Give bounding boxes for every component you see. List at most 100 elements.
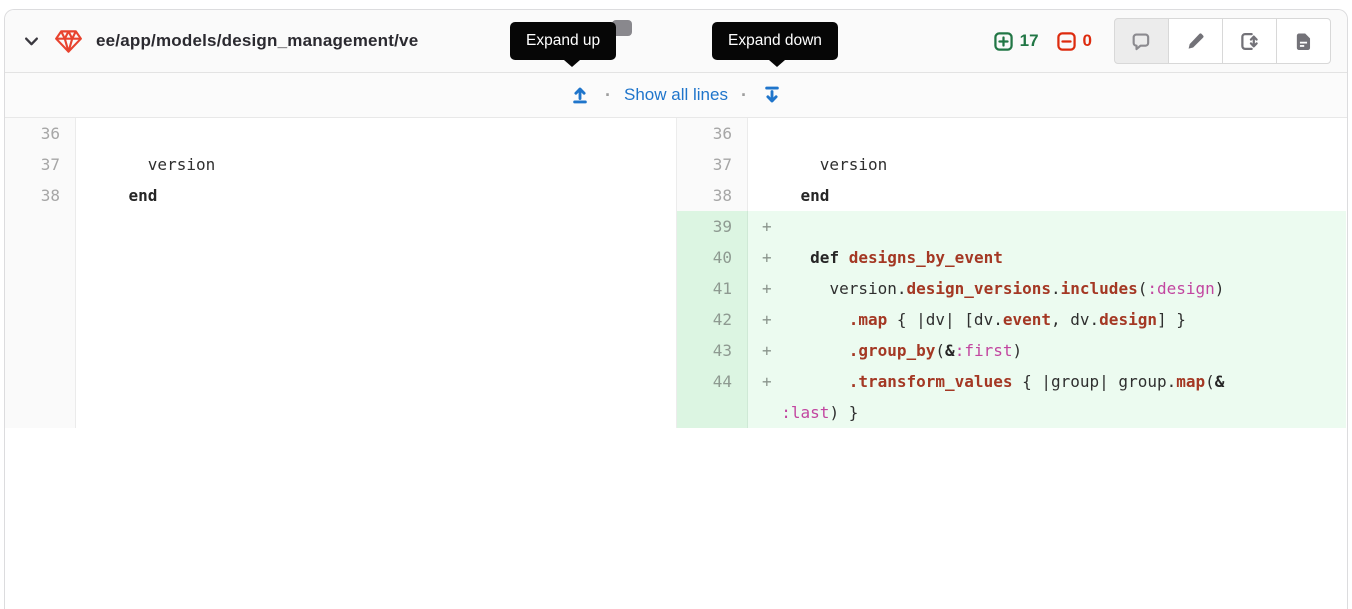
expand-up-button[interactable] [568, 83, 592, 107]
code-token: .map [848, 310, 888, 329]
code-token [839, 248, 849, 267]
code-token: end [128, 186, 158, 205]
code-line: end [748, 180, 1346, 211]
diff-row: 43+ .group_by(&:first) [677, 335, 1346, 366]
tooltip-arrow [769, 60, 785, 67]
toggle-comments-button[interactable] [1114, 18, 1169, 64]
diff-file-card: ee/app/models/design_management/ve 17 0 [4, 9, 1348, 609]
code-token: event [1002, 310, 1051, 329]
code-token: :last [781, 403, 830, 422]
ruby-file-icon [55, 29, 82, 54]
line-number[interactable]: 42 [677, 304, 748, 335]
added-line-marker: + [762, 341, 772, 360]
diff-row: 39+ [677, 211, 1346, 242]
code-token: designs_by_event [848, 248, 1003, 267]
diff-row: 38 end [677, 180, 1346, 211]
separator-dot: · [740, 85, 747, 105]
line-number[interactable]: 44 [677, 366, 748, 428]
added-line-marker: + [762, 279, 772, 298]
code-token: ( [1205, 372, 1215, 391]
view-file-button[interactable] [1276, 18, 1331, 64]
code-line: + .transform_values { |group| group.map(… [748, 366, 1346, 428]
code-token: ) } [829, 403, 859, 422]
code-token: end [800, 186, 830, 205]
tooltip-expand-up: Expand up [510, 22, 617, 67]
file-actions [1114, 18, 1331, 64]
code-token: includes [1060, 279, 1138, 298]
code-token: :first [954, 341, 1013, 360]
view-file-icon [1296, 33, 1311, 50]
line-number[interactable]: 38 [677, 180, 748, 211]
line-number[interactable]: 41 [677, 273, 748, 304]
code-token: , dv. [1051, 310, 1100, 329]
code-token: :design [1147, 279, 1215, 298]
deletions-stat: 0 [1056, 31, 1092, 51]
line-number[interactable]: 38 [5, 180, 76, 211]
code-token [772, 248, 811, 267]
code-token: & [1214, 372, 1225, 391]
tooltip-label: Expand down [728, 32, 822, 49]
diff-row: 37 version [677, 149, 1346, 180]
code-token: ) [1214, 279, 1225, 298]
code-line: version [748, 149, 1346, 180]
added-line-marker: + [762, 248, 772, 267]
line-number[interactable]: 37 [5, 149, 76, 180]
line-number[interactable]: 36 [677, 118, 748, 149]
additions-stat: 17 [993, 31, 1039, 51]
diff-row: 40 + def designs_by_event [677, 242, 1346, 273]
line-number[interactable]: 39 [677, 211, 748, 242]
code-token: version. [771, 279, 907, 298]
diff-stats: 17 0 [993, 18, 1331, 64]
minus-square-icon [1056, 31, 1076, 51]
code-token: ) [1012, 341, 1023, 360]
code-token: map [1176, 372, 1206, 391]
empty-filler-row [5, 211, 676, 428]
code-token: & [945, 341, 955, 360]
expand-lines-bar: · Show all lines · [5, 73, 1347, 118]
expand-up-icon [573, 87, 587, 104]
copy-path-icon[interactable] [612, 20, 632, 36]
expand-down-button[interactable] [760, 83, 784, 107]
added-line-marker: + [762, 310, 772, 329]
pencil-icon [1188, 33, 1204, 49]
code-line: + .map { |dv| [dv.event, dv.design] } [748, 304, 1346, 335]
compare-versions-button[interactable] [1222, 18, 1277, 64]
line-number[interactable]: 37 [677, 149, 748, 180]
expand-down-icon [765, 86, 779, 103]
line-number[interactable]: 40 [677, 242, 748, 273]
additions-count: 17 [1019, 31, 1039, 50]
diff-row: 41+ version.design_versions.includes(:de… [677, 273, 1346, 304]
empty-code [76, 211, 676, 428]
diff-row: 36 [677, 118, 1346, 149]
code-token: { |dv| [dv. [887, 310, 1003, 329]
code-token [772, 341, 849, 360]
collapse-file-button[interactable] [21, 31, 41, 51]
code-line: + .group_by(&:first) [748, 335, 1346, 366]
code-token: ( [1137, 279, 1148, 298]
code-token: ] } [1156, 310, 1186, 329]
plus-square-icon [993, 31, 1013, 51]
code-token: { |group| group. [1012, 372, 1177, 391]
code-line: version [76, 149, 676, 180]
code-line: + version.design_versions.includes(:desi… [748, 273, 1346, 304]
code-token: ( [935, 341, 946, 360]
tooltip-arrow [564, 60, 580, 67]
show-all-lines-link[interactable]: Show all lines [624, 85, 728, 104]
separator-dot: · [605, 85, 612, 105]
code-token [90, 186, 129, 205]
code-token [762, 403, 781, 422]
deletions-count: 0 [1082, 31, 1092, 50]
tooltip-expand-down: Expand down [712, 22, 838, 67]
code-line: end [76, 180, 676, 211]
edit-file-button[interactable] [1168, 18, 1223, 64]
line-number[interactable]: 36 [5, 118, 76, 149]
code-token: design_versions [906, 279, 1052, 298]
code-token: .group_by [848, 341, 936, 360]
line-number[interactable]: 43 [677, 335, 748, 366]
file-path-link[interactable]: ee/app/models/design_management/ve [96, 31, 419, 50]
diff-row: 44+ .transform_values { |group| group.ma… [677, 366, 1346, 428]
code-token: def [810, 248, 840, 267]
